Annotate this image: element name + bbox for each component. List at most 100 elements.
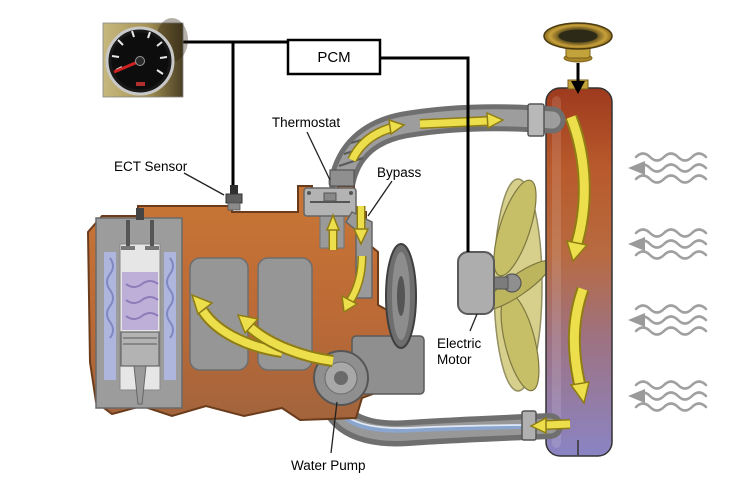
- wave-line: [634, 250, 708, 260]
- coolant-wave: [106, 257, 114, 339]
- flow-arrow-upper-hose-1: [348, 124, 393, 162]
- airflow-wave-group-2: [628, 228, 708, 260]
- coolant-wave: [166, 257, 174, 339]
- flow-arrowhead: [388, 118, 406, 136]
- gauge-tick: [159, 56, 168, 59]
- gauge-tick: [117, 39, 124, 46]
- flow-arrowhead: [236, 313, 260, 335]
- flow-arrowhead: [486, 111, 505, 130]
- airflow-arrowhead: [628, 389, 645, 403]
- flow-arrowhead: [529, 416, 547, 435]
- thermostat-leader: [306, 131, 331, 181]
- combustion-wave: [125, 312, 159, 320]
- ect-sensor-label: ECT Sensor: [114, 159, 188, 174]
- pulley-assembly: [385, 243, 417, 349]
- combustion-wave: [125, 280, 159, 288]
- flow-arrow-radiator-1: [566, 115, 589, 245]
- flow-arrow-to-pump: [347, 255, 365, 303]
- airflow-wave-group-3: [628, 304, 708, 336]
- pulley-hub: [397, 276, 405, 316]
- radiator: [545, 87, 613, 457]
- flow-arrowhead: [352, 228, 370, 246]
- wave-line: [634, 380, 708, 390]
- diagram-labels: Thermostat ECT Sensor Bypass Electric Mo…: [114, 115, 482, 473]
- fan-blade: [493, 179, 537, 277]
- cap-flow-arrowhead: [571, 81, 585, 94]
- ect-sensor-leader: [183, 172, 225, 196]
- airflow-wave-group-1: [628, 152, 708, 184]
- sensor-connector: [230, 185, 238, 194]
- thermostat-valve: [323, 192, 337, 202]
- sensor-thread: [227, 202, 241, 211]
- pcm-box: [286, 38, 382, 76]
- electric-motor-label-line2: Motor: [437, 352, 472, 367]
- bypass-leader: [367, 180, 393, 217]
- gauge-tick: [147, 31, 151, 39]
- flow-arrowhead: [565, 240, 589, 263]
- flow-arrow-engine-1: [199, 308, 283, 356]
- wave-line: [634, 391, 708, 401]
- flow-arrowhead: [341, 294, 359, 314]
- cylinder-cross-section: [95, 208, 183, 409]
- wave-line: [634, 304, 708, 314]
- hose-rib: [338, 157, 364, 167]
- coolant-jacket: [104, 252, 116, 380]
- valve-head: [121, 246, 135, 250]
- wave-line: [634, 402, 708, 412]
- bypass-label: Bypass: [377, 165, 422, 180]
- radiator-cap: [543, 22, 613, 94]
- coolant-jacket: [164, 252, 176, 380]
- airflow-arrowhead: [628, 161, 645, 175]
- radiator-highlight: [552, 96, 561, 448]
- flow-arrowhead: [325, 212, 341, 231]
- pcm-module: PCM: [286, 38, 382, 76]
- gauge-needle-hub: [135, 56, 145, 66]
- motor-body: [457, 251, 495, 315]
- pcm-label: PCM: [317, 49, 350, 66]
- gauge-tick: [156, 69, 164, 75]
- electric-motor-label-line1: Electric: [437, 336, 482, 351]
- airflow-waves: [628, 152, 708, 412]
- airflow-arrowhead: [628, 237, 645, 251]
- coolant-flow-arrows: [190, 111, 591, 435]
- flow-arrowhead: [190, 293, 214, 316]
- gauge-tick: [111, 55, 120, 58]
- gauge-label-mark: [136, 82, 145, 86]
- airflow-wave-group-4: [628, 380, 708, 412]
- wave-line: [634, 163, 708, 173]
- thermostat-bolt: [349, 191, 353, 195]
- electric-motor-leader: [469, 313, 478, 332]
- water-pump-label: Water Pump: [291, 458, 366, 473]
- connecting-rod: [133, 365, 147, 405]
- flow-arrow-engine-2: [247, 323, 334, 365]
- piston: [120, 331, 160, 367]
- sensor-body: [225, 193, 243, 204]
- flow-arrow-lower-hose: [545, 420, 571, 429]
- wave-line: [634, 174, 708, 184]
- valve-stem: [126, 220, 130, 246]
- flow-arrow-upper-hose-2: [419, 117, 489, 128]
- water-pump-leader: [330, 401, 338, 454]
- flow-arrow-radiator-2: [569, 287, 588, 388]
- cap-top-inner: [557, 28, 599, 44]
- thermostat-bolt: [307, 191, 311, 195]
- thermostat-neck: [329, 169, 355, 187]
- thermostat-label: Thermostat: [272, 115, 341, 130]
- valve-head: [145, 246, 159, 250]
- wave-line: [634, 239, 708, 249]
- wave-line: [634, 228, 708, 238]
- valve-stem: [150, 220, 154, 246]
- wave-line: [634, 152, 708, 162]
- wave-line: [634, 315, 708, 325]
- temperature-gauge: [102, 18, 188, 98]
- water-pump-hub: [334, 371, 348, 385]
- hose-clamp: [527, 103, 545, 137]
- flow-arrowhead: [569, 381, 590, 405]
- ect-sensor: [225, 185, 243, 211]
- airflow-arrowhead: [628, 313, 645, 327]
- wiring: [183, 40, 470, 252]
- spark-plug: [136, 208, 144, 220]
- electric-motor: [457, 251, 509, 315]
- wave-line: [634, 326, 708, 336]
